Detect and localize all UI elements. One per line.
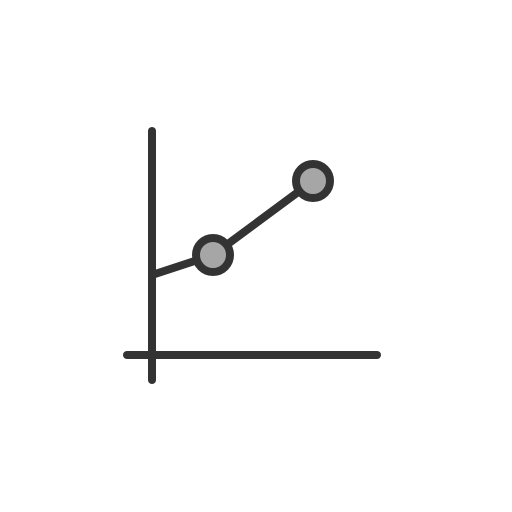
- data-point-marker: [192, 234, 234, 276]
- data-point-marker: [292, 160, 334, 202]
